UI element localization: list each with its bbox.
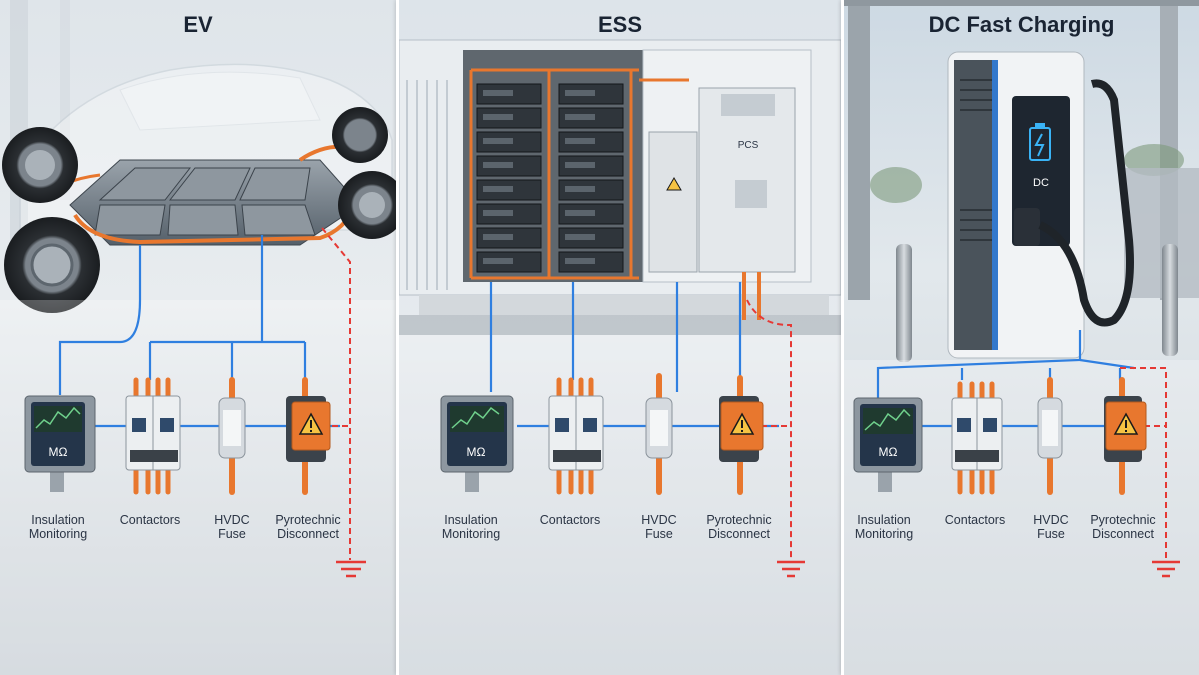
meter-unit: MΩ: [467, 445, 486, 459]
meter-unit: MΩ: [49, 445, 68, 459]
label-pyrotechnic-disconnect: Pyrotechnic Disconnect: [706, 513, 772, 541]
ev-illustration: MΩ: [0, 0, 396, 675]
panel-divider: [841, 0, 844, 675]
label-contactors: Contactors: [944, 513, 1006, 527]
warning-icon: [298, 412, 324, 435]
label-insulation-monitoring: Insulation Monitoring: [854, 513, 914, 541]
panel-dc-fast-charging: DC: [844, 0, 1199, 675]
warning-icon: [729, 412, 755, 435]
insulation-monitor-device: MΩ: [853, 397, 923, 492]
label-insulation-monitoring: Insulation Monitoring: [28, 513, 88, 541]
chart-line-icon: [35, 406, 81, 429]
hvdc-fuse-device: [218, 377, 246, 495]
chart-line-icon: [864, 408, 911, 431]
panel-title-ess: ESS: [597, 12, 643, 37]
pyrotechnic-disconnect-device: [719, 375, 764, 495]
label-contactors: Contactors: [539, 513, 601, 527]
contactors-device: [951, 381, 1003, 495]
panel-title-ev: EV: [183, 12, 213, 37]
charger-illustration: DC: [844, 0, 1199, 675]
insulation-monitor-device: MΩ: [24, 395, 96, 492]
label-pyrotechnic-disconnect: Pyrotechnic Disconnect: [275, 513, 341, 541]
contactors-device: [125, 377, 181, 495]
label-hvdc-fuse: HVDC Fuse: [214, 513, 250, 541]
battery-bolt-icon: [1029, 123, 1051, 161]
label-hvdc-fuse: HVDC Fuse: [1033, 513, 1069, 541]
chart-line-icon: [451, 406, 500, 429]
insulation-monitor-device: MΩ: [440, 395, 514, 492]
panel-ev: MΩ: [0, 0, 396, 675]
label-pyrotechnic-disconnect: Pyrotechnic Disconnect: [1090, 513, 1156, 541]
ground-symbol-icon: [777, 560, 805, 578]
panel-divider: [396, 0, 399, 675]
warning-icon: [1113, 412, 1139, 435]
hvdc-fuse-device: [645, 373, 673, 495]
pcs-label: PCS: [738, 140, 759, 151]
pyrotechnic-disconnect-device: [1104, 377, 1147, 495]
charger-screen-label: DC: [1033, 177, 1049, 189]
meter-unit: MΩ: [879, 445, 898, 459]
label-contactors: Contactors: [119, 513, 181, 527]
contactors-device: [548, 377, 604, 495]
hvdc-fuse-device: [1037, 377, 1063, 495]
ess-illustration: PCS: [399, 0, 841, 675]
label-hvdc-fuse: HVDC Fuse: [641, 513, 677, 541]
panel-title-dc-fast-charging: DC Fast Charging: [928, 12, 1115, 37]
label-insulation-monitoring: Insulation Monitoring: [441, 513, 501, 541]
pyrotechnic-disconnect-device: [286, 377, 331, 495]
ground-symbol-icon: [336, 560, 366, 578]
ground-symbol-icon: [1152, 560, 1180, 578]
panel-ess: PCS: [399, 0, 841, 675]
